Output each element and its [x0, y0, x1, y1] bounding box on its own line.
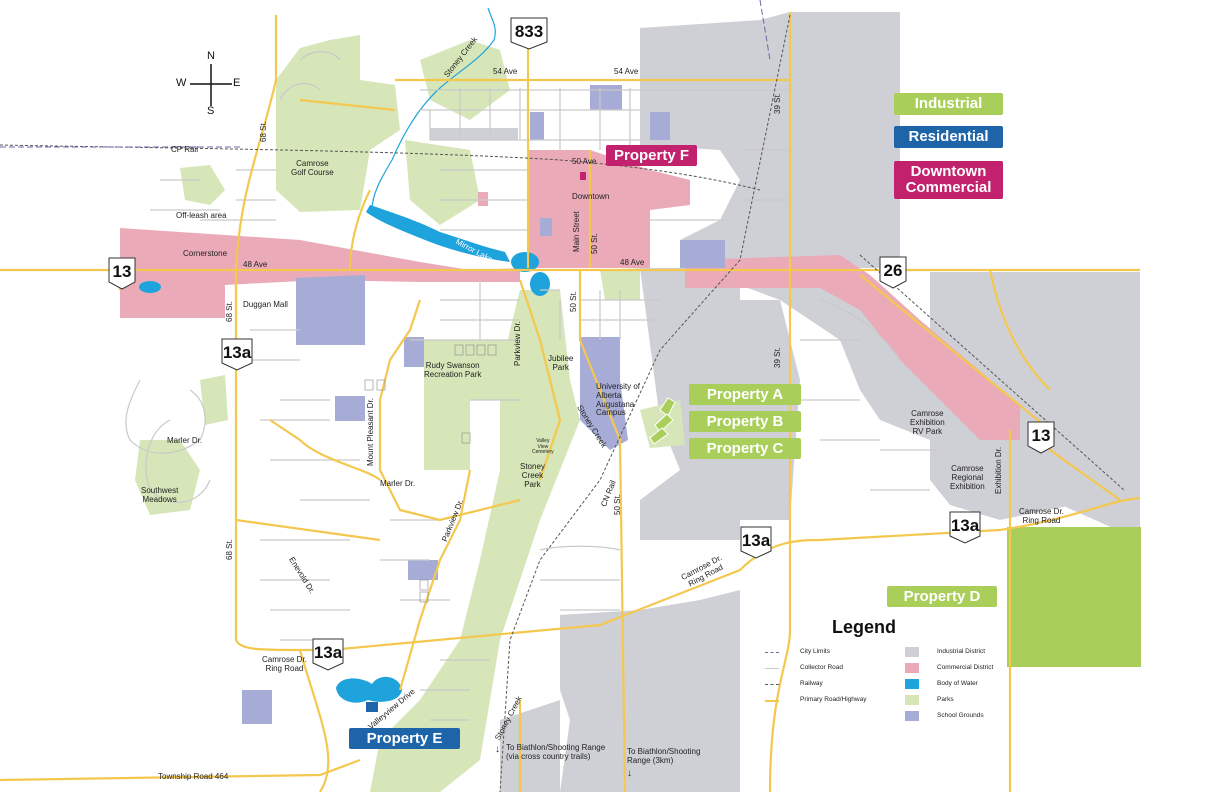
label-township-road: Township Road 464: [158, 772, 229, 781]
property-d-parcel: [1007, 527, 1141, 667]
label-50-st-a: 50 St.: [590, 233, 599, 254]
label-biathlon-trails: To Biathlon/Shooting Range (via cross co…: [506, 743, 606, 761]
label-cp-rail: CP Rail: [171, 145, 198, 154]
property-d-badge[interactable]: Property D: [887, 586, 997, 607]
legend-parks: Parks: [937, 696, 954, 703]
recreation-courts: [364, 344, 497, 603]
highway-26-shield[interactable]: 26: [878, 255, 908, 289]
label-50-st-b: 50 St.: [569, 291, 578, 312]
label-ring-road-east: Camrose Dr. Ring Road: [1019, 507, 1064, 525]
label-54-ave-b: 54 Ave: [614, 67, 639, 76]
label-50-ave: 50 Ave: [572, 157, 597, 166]
category-downtown-commercial: Downtown Commercial: [894, 161, 1003, 199]
label-mount-pleasant: Mount Pleasant Dr.: [366, 397, 375, 466]
label-university: University of Alberta Augustana Campus: [596, 382, 641, 418]
legend-title: Legend: [832, 617, 897, 637]
label-ring-road-west: Camrose Dr. Ring Road: [262, 655, 307, 673]
label-southwest-meadows: Southwest Meadows: [141, 486, 179, 504]
legend-water-swatch: [905, 679, 919, 689]
railways: [0, 14, 1125, 792]
legend-parks-swatch: [905, 695, 919, 705]
compass-icon: [190, 64, 232, 106]
label-48-ave-east: 48 Ave: [620, 258, 645, 267]
property-e-badge[interactable]: Property E: [349, 728, 460, 749]
compass-e: E: [233, 77, 241, 89]
legend-primary-road: Primary Road/Highway: [800, 696, 867, 703]
legend-collector-swatch: [765, 668, 779, 669]
commercial-districts: [120, 150, 1020, 440]
label-jubilee-park: Jubilee Park: [548, 354, 574, 372]
label-offleash: Off-leash area: [176, 211, 227, 220]
label-parkview-north: Parkview Dr.: [513, 321, 522, 366]
highway-13a-east-shield[interactable]: 13a: [948, 510, 982, 544]
legend-school-swatch: [905, 711, 919, 721]
highway-13a-south-shield[interactable]: 13a: [311, 637, 345, 671]
label-stoney-creek-park: Stoney Creek Park: [520, 462, 545, 489]
label-cornerstone: Cornerstone: [183, 249, 228, 258]
legend-railway: Railway: [800, 680, 823, 687]
label-68-st-south: 68 St.: [225, 539, 234, 560]
label-rudy-swanson: Rudy Swanson Recreation Park: [424, 361, 482, 379]
arrow-down-icon: ↓: [627, 768, 632, 779]
legend-city-limits-swatch: [765, 652, 779, 653]
category-industrial: Industrial: [894, 93, 1003, 115]
legend-industrial: Industrial District: [937, 648, 986, 655]
compass-w: W: [176, 77, 187, 89]
legend-collector-road: Collector Road: [800, 664, 843, 671]
highway-833-shield[interactable]: 833: [509, 16, 549, 50]
label-duggan-mall: Duggan Mall: [243, 300, 288, 309]
legend-school: School Grounds: [937, 712, 984, 719]
highway-13a-center-shield[interactable]: 13a: [739, 525, 773, 559]
compass-n: N: [207, 50, 215, 62]
label-regional-exhibition: Camrose Regional Exhibition: [950, 464, 985, 491]
highway-13a-north-shield[interactable]: 13a: [220, 337, 254, 371]
label-54-ave-a: 54 Ave: [493, 67, 518, 76]
compass-rose: N S E W: [176, 50, 246, 120]
label-exhibition-rv: Camrose Exhibition RV Park: [910, 409, 945, 436]
label-50-st-c: 50 St.: [613, 494, 622, 515]
legend-water: Body of Water: [937, 680, 978, 687]
legend-commercial-swatch: [905, 663, 919, 673]
industrial-districts: [430, 12, 1140, 792]
label-48-ave-west: 48 Ave: [243, 260, 268, 269]
school-grounds: [242, 85, 725, 724]
label-golf-course: Camrose Golf Course: [291, 159, 334, 177]
label-39-st-south: 39 St.: [773, 347, 782, 368]
label-marler-mid: Marler Dr.: [380, 479, 416, 488]
property-a-badge[interactable]: Property A: [689, 384, 801, 405]
label-valley-view-cemetery: Valley View Cemetery: [532, 438, 554, 455]
legend-industrial-swatch: [905, 647, 919, 657]
city-limits: [0, 0, 771, 148]
label-exhibition-dr: Exhibition Dr.: [994, 446, 1003, 494]
label-marler-west: Marler Dr.: [167, 436, 203, 445]
property-c-badge[interactable]: Property C: [689, 438, 801, 459]
highway-13-west-shield[interactable]: 13: [107, 256, 137, 290]
property-f-badge[interactable]: Property F: [606, 145, 698, 166]
collector-roads: [125, 51, 940, 721]
label-biathlon-road: To Biathlon/Shooting Range (3km): [627, 747, 701, 765]
label-39-st-north: 39 St.: [773, 93, 782, 114]
label-downtown: Downtown: [572, 192, 610, 201]
legend-commercial: Commercial District: [937, 664, 994, 671]
label-main-street: Main Street: [572, 211, 581, 252]
compass-s: S: [207, 105, 215, 117]
legend-railway-swatch: [765, 684, 779, 685]
label-68-st-mid: 68 St.: [225, 301, 234, 322]
creek-line: [371, 7, 496, 211]
water-bodies: [139, 205, 550, 712]
legend-city-limits: City Limits: [800, 648, 830, 655]
label-68-st-north: 68 St.: [259, 121, 268, 142]
highway-13-east-shield[interactable]: 13: [1026, 420, 1056, 454]
property-abc-parcels: [649, 397, 676, 445]
legend-primary-road-swatch: [765, 700, 779, 702]
property-b-badge[interactable]: Property B: [689, 411, 801, 432]
arrow-down-icon: ↓: [495, 744, 500, 755]
category-residential: Residential: [894, 126, 1003, 148]
